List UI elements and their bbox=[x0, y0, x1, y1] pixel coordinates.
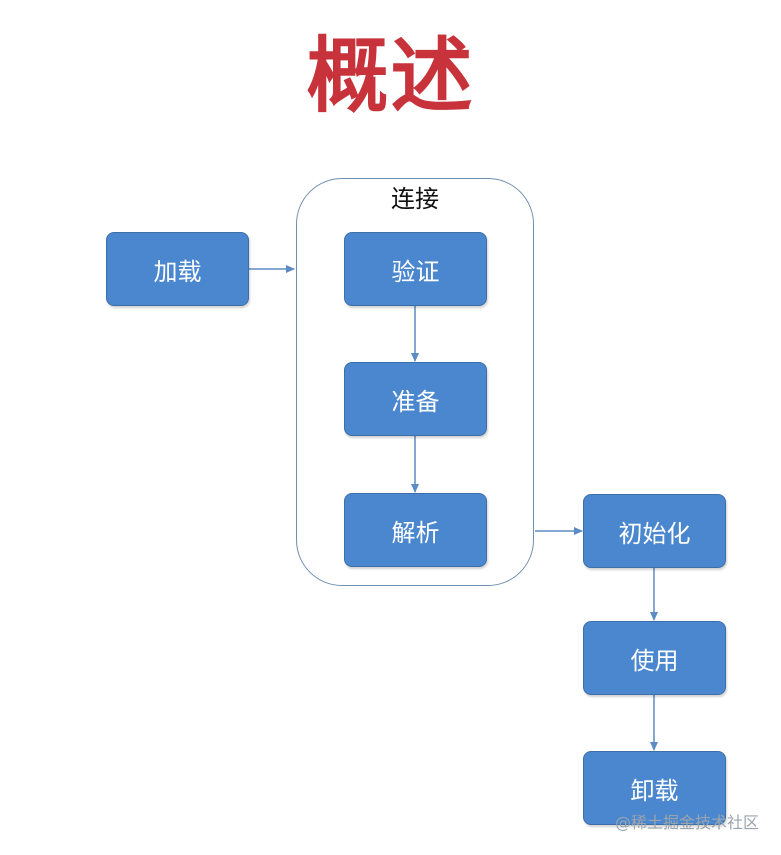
node-prepare: 准备 bbox=[344, 362, 487, 436]
node-verify: 验证 bbox=[344, 232, 487, 306]
page-title: 概述 bbox=[306, 29, 475, 124]
node-use: 使用 bbox=[583, 621, 726, 695]
watermark: @稀土掘金技术社区 bbox=[614, 813, 759, 832]
node-unload: 卸载 bbox=[583, 751, 726, 825]
linking-group-label: 连接 bbox=[391, 185, 439, 213]
node-initialize: 初始化 bbox=[583, 494, 726, 568]
node-load: 加载 bbox=[106, 232, 249, 306]
node-resolve: 解析 bbox=[344, 493, 487, 567]
